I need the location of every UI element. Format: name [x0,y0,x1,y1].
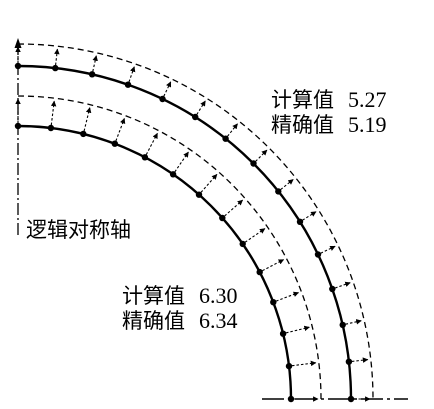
outer-exact-label: 精确值 5.19 [271,112,387,138]
outer-ring-node [250,160,257,167]
inner-calc-label: 计算值 6.30 [122,283,238,309]
inner-displacement-arrow [83,107,92,132]
inner-calc-value: 6.30 [199,283,238,308]
inner-displacement-arrow [174,151,189,173]
outer-ring-node [88,71,96,78]
symmetry-axis-label: 逻辑对称轴 [26,218,131,242]
outer-displacement-arrow [227,123,238,137]
inner-displacement-arrow [224,199,244,217]
inner-exact-text: 精确值 [122,309,185,333]
outer-displacement-arrow [128,66,136,83]
inner-displacement-arrow [145,132,158,155]
inner-displacement-arrow [262,259,285,272]
outer-ring-node [339,321,346,329]
inner-ring-node [219,214,226,222]
inner-ring-node [141,154,149,161]
inner-displacement-arrow [285,325,310,334]
inner-exact-value: 6.34 [199,308,238,333]
outer-ring-node [159,95,166,103]
outer-ring-node [296,218,304,225]
inner-ring-original [17,124,293,400]
inner-ring-node [80,130,87,138]
outer-displacement-arrow [163,81,172,97]
inner-ring-deformed [17,95,322,400]
outer-displacement-arrow [351,357,369,363]
outer-displacement-arrow [334,281,351,289]
inner-ring-node [47,124,55,132]
outer-ring-node [52,64,59,72]
outer-ring-deformed [17,43,374,400]
outer-exact-text: 精确值 [271,113,334,137]
outer-ring-node [314,251,322,258]
outer-displacement-arrow [302,211,317,221]
outer-ring-node [222,135,229,142]
rings-group [14,43,374,403]
outer-displacement-arrow [54,48,60,66]
outer-calc-text: 计算值 [271,88,334,112]
outer-displacement-arrow [320,245,336,254]
outer-ring-node [329,285,336,293]
outer-displacement-arrow [280,179,294,190]
inner-displacement-arrow [115,117,126,142]
inner-ring-node [270,299,277,306]
symmetry-axis-arrowhead [14,38,22,48]
inner-displacement-arrow [291,360,317,367]
outer-ring-node [345,358,353,365]
inner-ring-node [239,240,246,248]
inner-calc-text: 计算值 [122,284,185,308]
inner-ring-node [285,362,293,370]
outer-displacement-arrow [92,55,98,72]
outer-ring-node [192,113,199,121]
inner-ring-node [256,268,263,276]
outer-ring-node [275,188,282,195]
inner-displacement-arrow [50,100,57,126]
outer-calc-label: 计算值 5.27 [271,87,387,113]
inner-ring-node [195,191,203,198]
inner-ring-node [169,171,177,178]
outer-calc-value: 5.27 [348,87,387,112]
inner-ring-node [111,140,119,147]
outer-displacement-arrow [196,100,206,115]
inner-ring-node [287,395,295,403]
outer-exact-value: 5.19 [348,112,387,137]
inner-displacement-arrow [200,173,218,193]
outer-displacement-arrow [345,319,362,325]
outer-displacement-arrow [255,149,268,162]
outer-ring-node [124,81,132,88]
outer-ring-node [14,62,22,70]
inner-exact-label: 精确值 6.34 [122,308,238,334]
inner-ring-node [279,330,287,337]
outer-ring-node [347,395,355,403]
inner-displacement-arrow [275,291,300,302]
inner-displacement-arrow [244,228,266,243]
inner-ring-node [14,122,22,130]
